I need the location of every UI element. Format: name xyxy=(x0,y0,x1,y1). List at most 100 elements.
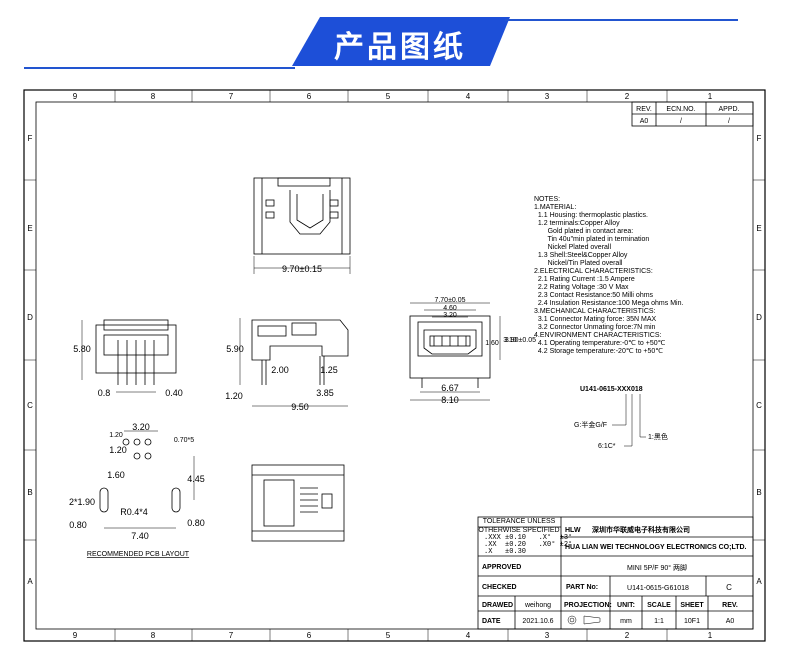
company-name-en: HUA LIAN WEI TECHNOLOGY ELECTRONICS CO;L… xyxy=(565,544,747,551)
tolerance-row: .XXX ±0.10 .X° ±3° xyxy=(484,533,572,542)
rev-value: A0 xyxy=(640,118,649,125)
dim-end-height: 3.90±0.05 xyxy=(505,337,536,344)
dim-pcb-k: 1.20 xyxy=(109,432,123,439)
row-label: C xyxy=(27,401,33,410)
dim-pcb-i: 7.40 xyxy=(131,531,149,541)
scale-label: SCALE xyxy=(647,602,671,609)
col-label: 2 xyxy=(625,92,630,101)
dim-end-w2: 8.10 xyxy=(441,395,459,405)
date-value: 2021.10.6 xyxy=(522,618,553,625)
note-line: 2.3 Contact Resistance:50 Milli ohms xyxy=(534,292,654,299)
note-line: 3.MECHANICAL CHARACTERISTICS: xyxy=(534,308,656,315)
rev-label: REV. xyxy=(722,602,738,609)
row-label: A xyxy=(27,577,33,586)
company-logo: HLW xyxy=(565,527,581,534)
dim-front-height: 5.80 xyxy=(73,344,91,354)
rev-value: A0 xyxy=(726,618,735,625)
part-code: U141-0615-XXX018 xyxy=(580,386,643,393)
col-label: 1 xyxy=(708,92,713,101)
dim-pcb-b: 1.20 xyxy=(109,445,127,455)
col-label: 8 xyxy=(151,92,156,101)
unit-value: mm xyxy=(620,618,632,625)
dim-side-a: 2.00 xyxy=(271,365,289,375)
part-code-block: U141-0615-XXX018 G:半金G/F 6:1C* 1:黑色 xyxy=(574,386,668,450)
title-block xyxy=(477,516,754,630)
note-line: 3.2 Connector Unmating force:7N min xyxy=(534,324,655,331)
note-line: 2.ELECTRICAL CHARACTERISTICS: xyxy=(534,268,653,275)
dim-end-top2: 4.60 xyxy=(443,305,457,312)
drawing-sheet: 9 8 7 6 5 4 3 2 1 9 8 7 6 5 4 3 2 1 F E … xyxy=(0,85,790,668)
banner-title: 产品图纸 xyxy=(334,30,466,65)
row-label: B xyxy=(27,488,32,497)
row-label: F xyxy=(757,134,762,143)
row-label: B xyxy=(756,488,761,497)
engineering-drawing: 9 8 7 6 5 4 3 2 1 9 8 7 6 5 4 3 2 1 F E … xyxy=(23,89,766,642)
note-line: 1.2 terminals:Copper Alloy xyxy=(534,220,620,227)
dim-pcb-g: 0.80 xyxy=(69,520,87,530)
col-label: 1 xyxy=(708,631,713,640)
company-name-cn: 深圳市华联威电子科技有限公司 xyxy=(592,525,690,534)
scale-value: 1:1 xyxy=(654,618,664,625)
col-label: 6 xyxy=(307,631,312,640)
dim-pcb-f: R0.4*4 xyxy=(120,507,148,517)
note-line: 1.3 Shell:Steel&Copper Alloy xyxy=(534,252,628,259)
side-view-drawing xyxy=(239,318,349,407)
appd-value: / xyxy=(728,118,730,125)
sheet-label: SHEET xyxy=(680,602,704,609)
row-label: D xyxy=(756,313,762,322)
col-label: 8 xyxy=(151,631,156,640)
dim-pcb-e: 2*1.90 xyxy=(69,497,95,507)
part-no-value: U141-0615-G61018 xyxy=(627,585,689,592)
col-label: 9 xyxy=(73,92,78,101)
dim-pcb-j: 0.70*5 xyxy=(174,437,194,444)
col-label: 5 xyxy=(386,631,391,640)
dim-side-d: 3.85 xyxy=(316,388,334,398)
pcb-layout-drawing xyxy=(99,430,195,529)
row-label: C xyxy=(756,401,762,410)
note-line: 2.2 Rating Voltage :30 V Max xyxy=(534,284,629,291)
col-label: 4 xyxy=(466,631,471,640)
part-code-opt2: 6:1C* xyxy=(598,443,616,450)
appd-header: APPD. xyxy=(718,106,739,113)
tolerance-subtitle: OTHERWISE SPECIFIED xyxy=(478,527,559,534)
part-code-opt3: 1:黑色 xyxy=(648,432,668,441)
note-line: 2.4 Insulation Resistance:100 Mega ohms … xyxy=(534,300,683,307)
notes-block: NOTES: 1.MATERIAL: 1.1 Housing: thermopl… xyxy=(534,196,683,355)
note-line: Gold plated in contact area: xyxy=(534,228,633,235)
projection-label: PROJECTION: xyxy=(564,602,612,609)
col-label: 7 xyxy=(229,92,234,101)
dim-end-r2: 3.10 xyxy=(503,337,517,344)
dim-side-height: 5.90 xyxy=(226,344,244,354)
banner-graphic xyxy=(24,17,738,69)
note-line: 4.2 Storage temperature:-20℃ to +50℃ xyxy=(534,348,663,355)
dim-pcb-d: 4.45 xyxy=(187,474,205,484)
bottom-view-drawing xyxy=(251,464,345,542)
row-label: A xyxy=(756,577,762,586)
drawing-title: MINI 5P/F 90° 两脚 xyxy=(627,563,687,572)
pcb-layout-label: RECOMMENDED PCB LAYOUT xyxy=(87,551,190,558)
dim-pcb-c: 1.60 xyxy=(107,470,125,480)
dim-top-width: 9.70±0.15 xyxy=(282,264,322,274)
drawed-label: DRAWED xyxy=(482,602,513,609)
ecn-value: / xyxy=(680,118,682,125)
dim-front-pin: 0.40 xyxy=(165,388,183,398)
col-label: 7 xyxy=(229,631,234,640)
part-rev-value: C xyxy=(726,583,732,592)
col-label: 2 xyxy=(625,631,630,640)
col-label: 4 xyxy=(466,92,471,101)
note-line: 2.1 Rating Current :1.5 Ampere xyxy=(534,276,635,283)
part-code-opt1: G:半金G/F xyxy=(574,420,607,429)
row-label: D xyxy=(27,313,33,322)
note-line: Nickel Plated overall xyxy=(534,244,611,251)
dim-end-w1: 6.67 xyxy=(441,383,459,393)
top-view-drawing xyxy=(253,177,351,274)
row-label: F xyxy=(28,134,33,143)
note-line: 1.MATERIAL: xyxy=(534,204,576,211)
front-view-drawing xyxy=(81,319,177,385)
dim-side-b: 1.25 xyxy=(320,365,338,375)
sheet-outer-border xyxy=(23,89,766,642)
dim-pcb-h: 0.80 xyxy=(187,518,205,528)
col-label: 5 xyxy=(386,92,391,101)
date-label: DATE xyxy=(482,618,501,625)
dim-front-pitch: 0.8 xyxy=(98,388,111,398)
